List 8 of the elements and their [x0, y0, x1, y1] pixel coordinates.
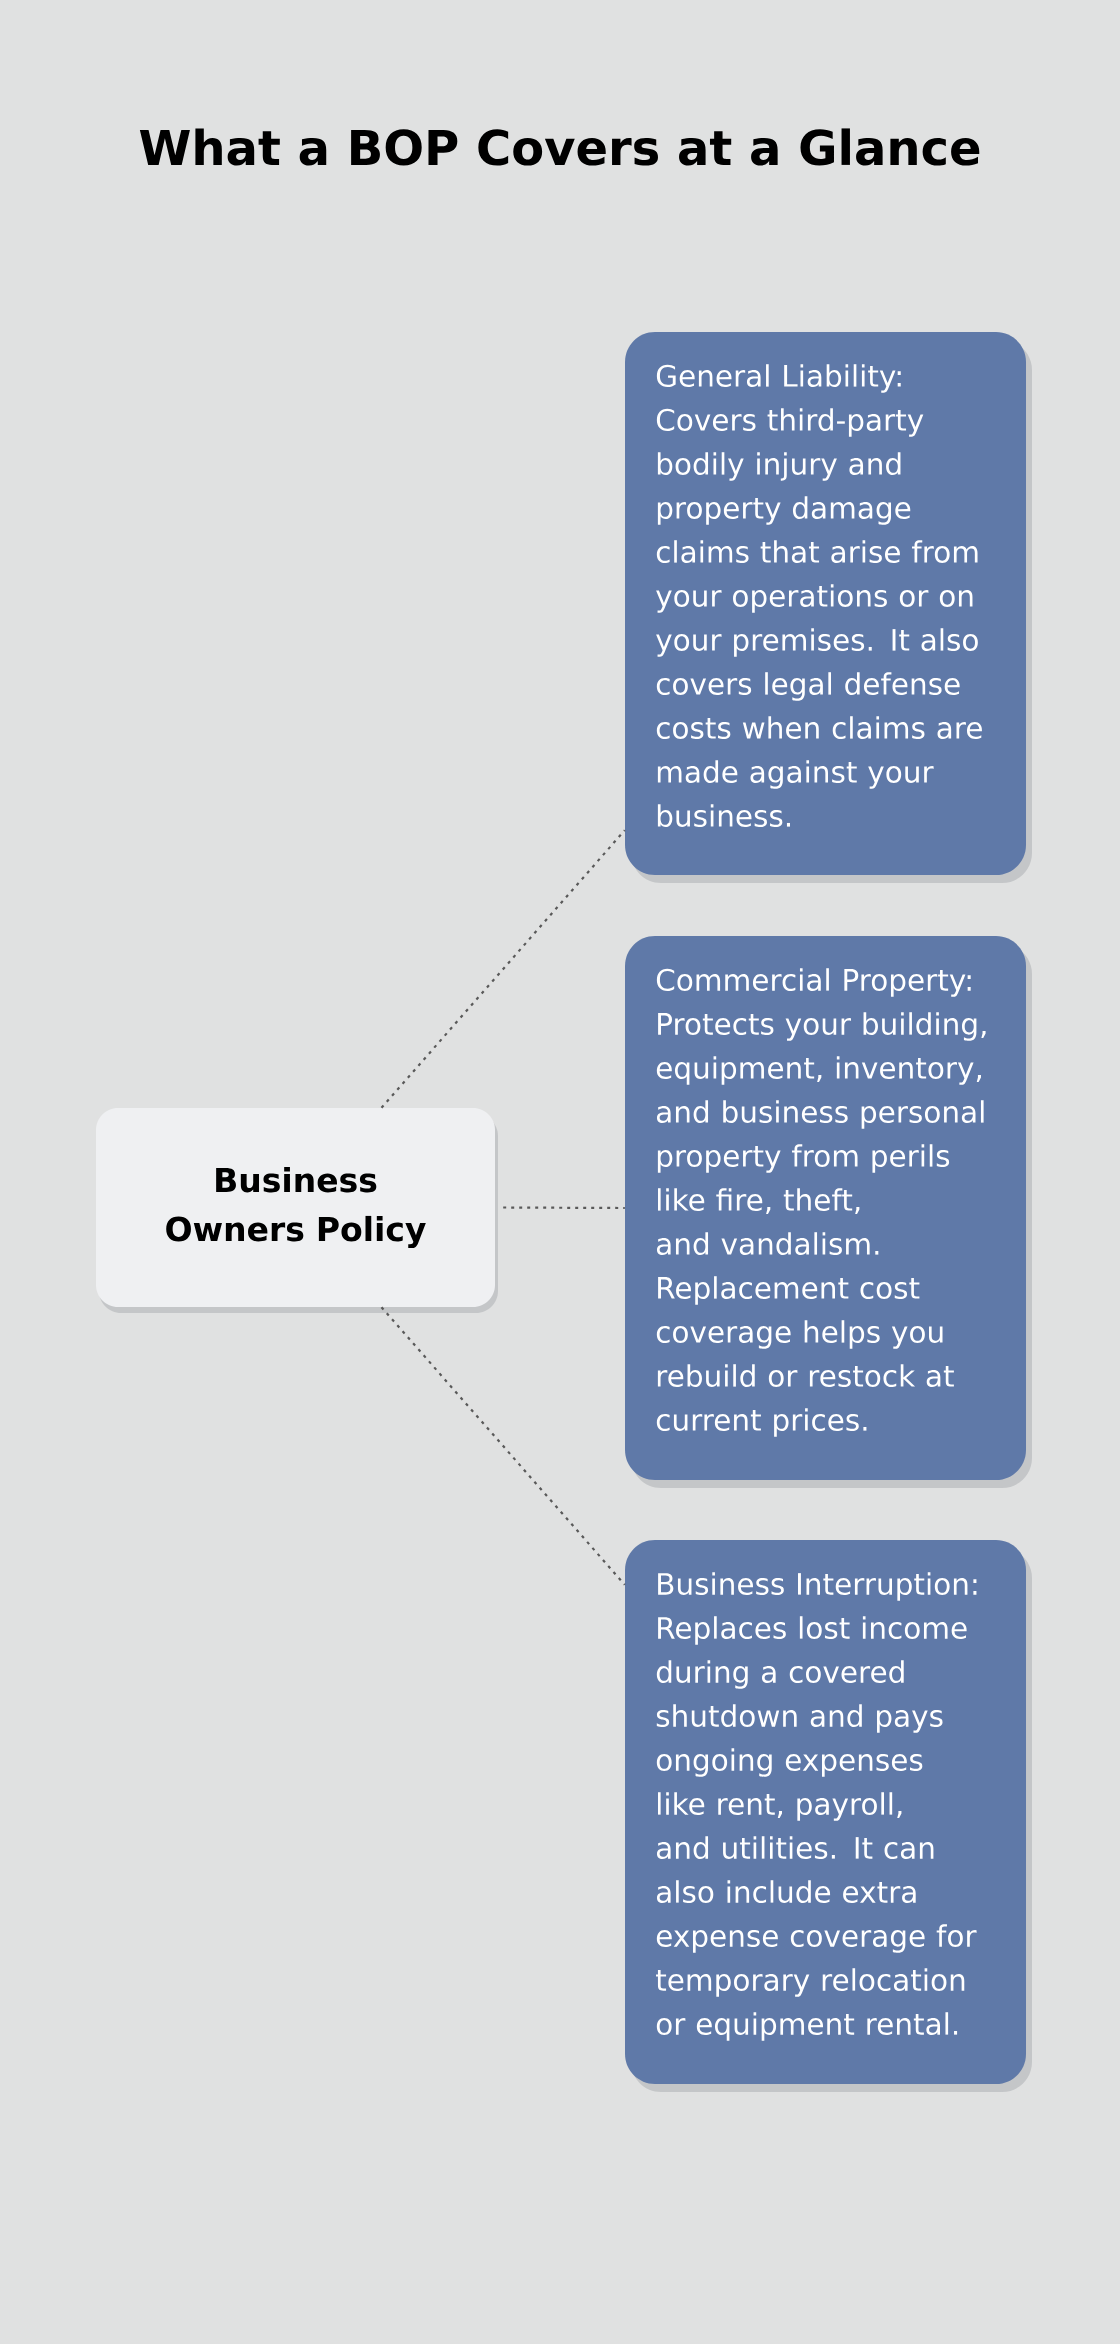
connector-line [380, 829, 626, 1109]
connector-line [503, 1206, 625, 1210]
coverage-box: General Liability: Covers third-party bodily injury and property damage claims that arise from your operations or on your premises. It also covers legal defense costs when claims are made against your business. [625, 332, 1032, 883]
coverage-box: Business Interruption: Replaces lost income during a covered shutdown and pays ongoing expenses like rent, payroll, and utilities. It can also include extra expense coverage for temporary relocation or equipment rental. [625, 1540, 1032, 2092]
center-box: Business Owners Policy [96, 1108, 498, 1313]
title: What a BOP Covers at a Glance [139, 128, 980, 166]
coverage-box: Commercial Property: Protects your building, equipment, inventory, and business personal property from perils like fire, theft, and vandalism. Replacement cost coverage helps you rebuild or restock at current prices. [625, 936, 1032, 1488]
connector-line [380, 1306, 626, 1586]
